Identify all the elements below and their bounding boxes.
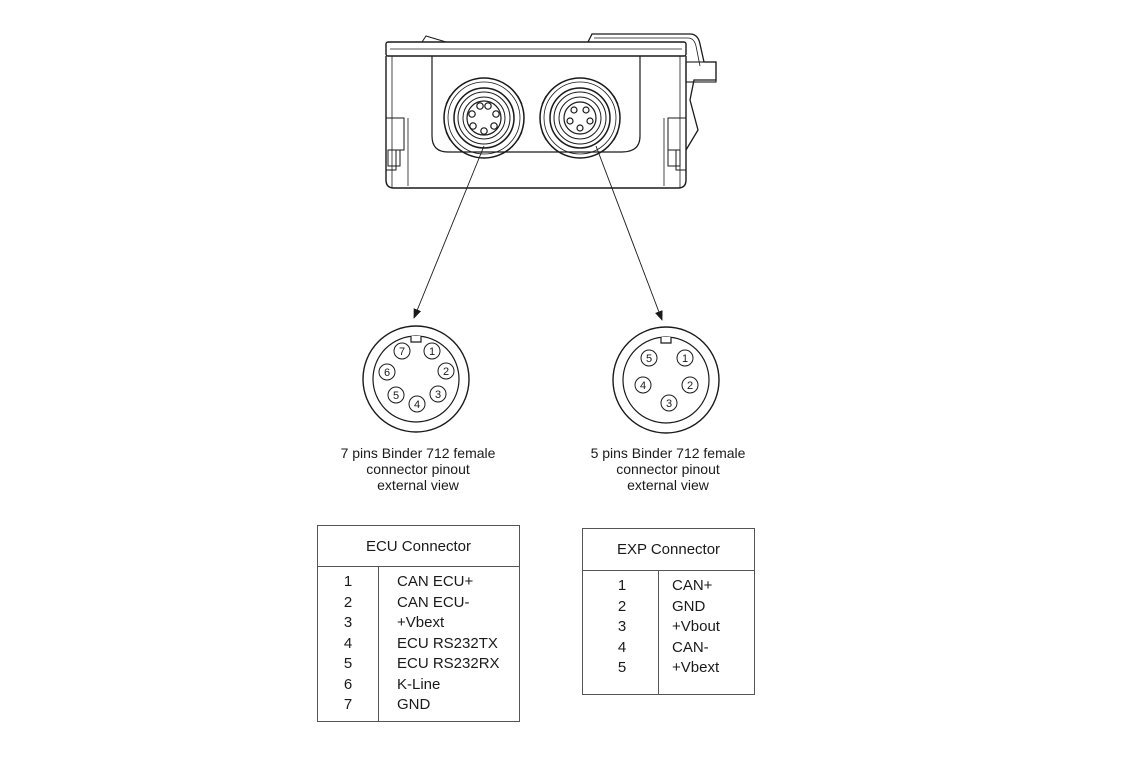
ecu-pin-3: 3 [429,385,447,403]
ecu-table-title: ECU Connector [318,526,519,567]
ecu-pin-signal: ECU RS232RX [397,655,500,672]
exp-leader-arrow [595,145,663,321]
exp-table-row: 5 +Vbext [583,658,754,678]
ecu-pin-circle [387,386,405,404]
ecu-table-row: 7 GND [318,695,519,715]
exp-pin-signal: CAN+ [672,577,713,594]
ecu-pin-label: 5 [393,390,399,402]
ecu-pinout-table: ECU Connector 1 CAN ECU+ 2 CAN ECU- 3 +Vbext 4… [317,525,520,722]
ecu-connector-face [362,325,470,433]
ecu-caption-line-1: 7 pins Binder 712 female [340,445,496,461]
ecu-table-row: 3 +Vbext [318,613,519,633]
ecu-pin-7: 7 [393,342,411,360]
ecu-pin-signal: +Vbext [397,614,445,631]
ecu-pin-number: 2 [343,593,353,611]
ecu-housing-connector [443,77,525,159]
ecu-table-row: 5 ECU RS232RX [318,654,519,674]
exp-pin-2: 2 [681,376,699,394]
exp-pin-circle [660,394,678,412]
ecu-pin-signal: ECU RS232TX [397,634,498,652]
ecu-pin-signal: GND [397,696,431,713]
exp-pin-number: 2 [617,597,627,615]
exp-table-title: EXP Connector [583,529,754,571]
ecu-pin-label: 3 [435,389,441,401]
ecu-pin-label: 2 [443,366,449,378]
exp-pin-circle [640,349,658,367]
exp-pin-number: 1 [617,577,627,594]
exp-connector-face [612,326,720,434]
exp-pin-label: 3 [666,398,672,410]
ecu-pin-group: 123 4 567 [378,342,455,413]
exp-table-row: 1 CAN+ [583,576,754,596]
exp-pin-3: 3 [660,394,678,412]
exp-pin-number: 5 [617,659,627,676]
ecu-pin-6: 6 [378,363,396,381]
ecu-pin-5: 5 [387,386,405,404]
device-housing [385,33,717,189]
ecu-pin-number: 3 [343,614,353,631]
exp-pin-label: 5 [646,353,652,365]
ecu-pin-circle [408,395,426,413]
ecu-table-row: 1 CAN ECU+ [318,572,519,592]
ecu-pin-signal: CAN ECU- [397,593,470,611]
exp-pin-number: 3 [617,618,627,635]
ecu-pin-circle [423,342,441,360]
ecu-pin-number: 4 [343,634,353,652]
exp-table-divider [658,570,659,694]
ecu-pin-label: 1 [429,346,435,358]
ecu-caption-line-2: connector pinout [366,461,470,477]
exp-pin-signal: +Vbout [672,618,720,635]
exp-pin-circle [676,349,694,367]
exp-pin-1: 1 [676,349,694,367]
exp-pin-circle [681,376,699,394]
ecu-pin-4: 4 [408,395,426,413]
exp-table-row: 2 GND [583,597,754,617]
exp-pin-circle [634,376,652,394]
ecu-pin-circle [437,362,455,380]
ecu-pin-circle [429,385,447,403]
ecu-caption: 7 pins Binder 712 female connector pinou… [318,445,518,493]
exp-caption-line-3: external view [627,477,709,493]
exp-pin-signal: +Vbext [672,659,720,676]
exp-pin-5: 5 [640,349,658,367]
exp-caption-line-1: 5 pins Binder 712 female [590,445,746,461]
ecu-table-row: 4 ECU RS232TX [318,634,519,654]
exp-housing-connector [539,77,621,159]
ecu-pin-signal: K-Line [397,675,441,693]
exp-pin-number: 4 [617,638,627,656]
ecu-pin-number: 6 [343,675,353,693]
ecu-pin-1: 1 [423,342,441,360]
exp-pin-label: 2 [687,380,693,392]
ecu-caption-line-3: external view [377,477,459,493]
ecu-pin-number: 5 [343,655,353,672]
exp-table-row: 4 CAN- [583,638,754,658]
exp-caption-line-2: connector pinout [616,461,720,477]
ecu-table-divider [378,566,379,721]
ecu-pin-2: 2 [437,362,455,380]
exp-pin-signal: CAN- [672,638,709,656]
ecu-pin-label: 7 [399,346,405,358]
ecu-pin-label: 6 [384,367,390,379]
ecu-pin-label: 4 [414,399,420,411]
exp-table-row: 3 +Vbout [583,617,754,637]
ecu-pin-circle [378,363,396,381]
ecu-pin-number: 7 [343,696,353,713]
exp-pinout-table: EXP Connector 1 CAN+ 2 GND 3 +Vbout 4 CAN- 5 +Vbe… [582,528,755,695]
ecu-pin-number: 1 [343,573,353,590]
exp-pin-label: 4 [640,380,646,392]
exp-pin-signal: GND [672,597,706,615]
ecu-pin-signal: CAN ECU+ [397,573,474,590]
exp-pin-group: 1 2 3 4 5 [634,349,699,412]
exp-caption: 5 pins Binder 712 female connector pinou… [568,445,768,493]
ecu-table-row: 2 CAN ECU- [318,593,519,613]
exp-pin-4: 4 [634,376,652,394]
ecu-leader-arrow [413,145,485,319]
ecu-table-row: 6 K-Line [318,675,519,695]
ecu-pin-circle [393,342,411,360]
exp-pin-label: 1 [682,353,688,365]
